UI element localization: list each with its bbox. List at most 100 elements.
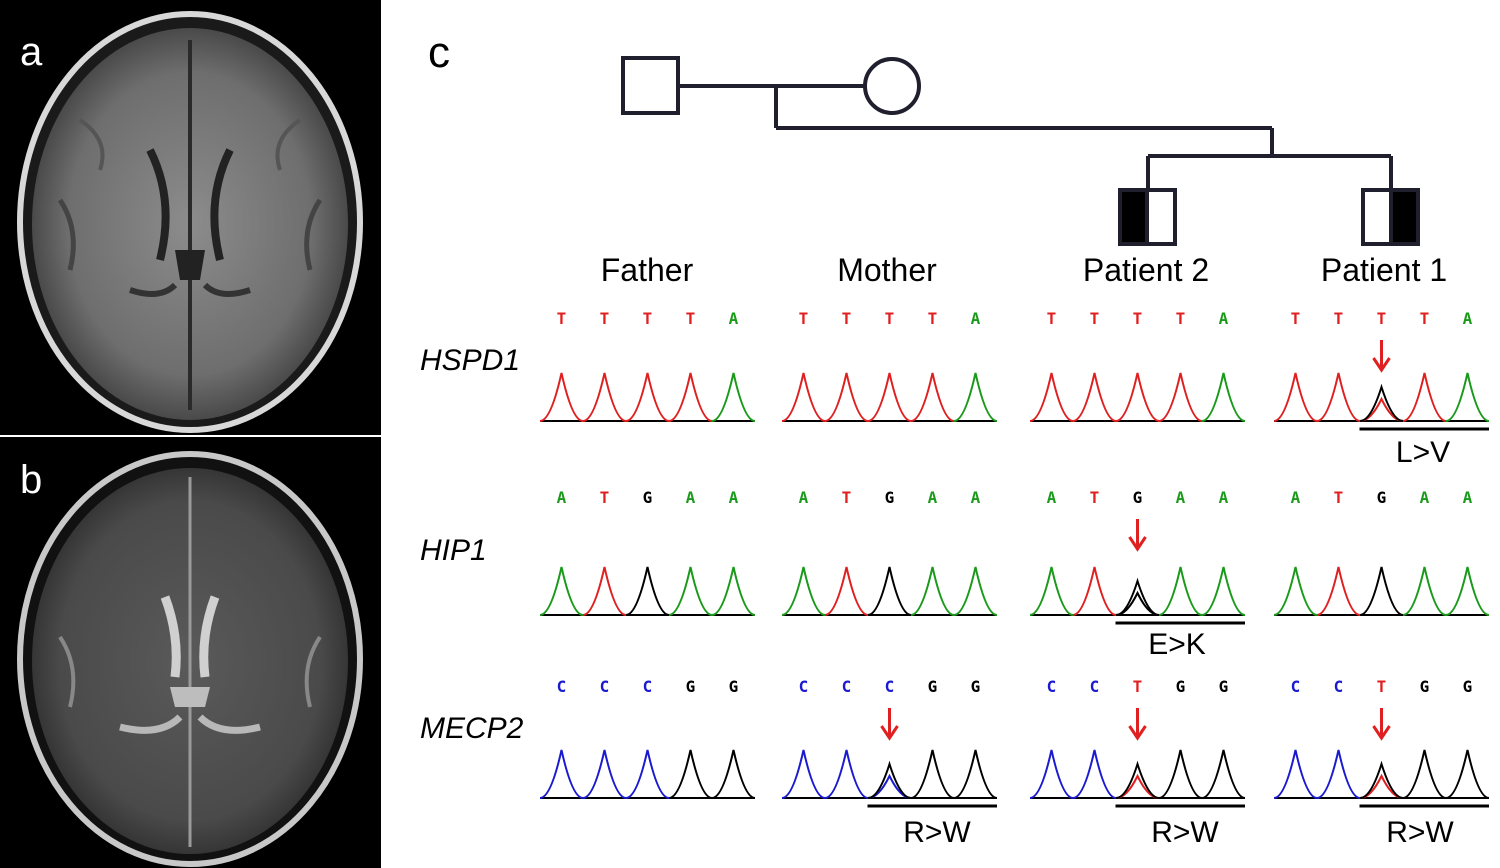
chromatogram-peak [668,372,713,422]
base-call-letter: G [1420,677,1430,696]
chromatogram-peak [867,566,912,616]
base-call-letter: T [686,309,696,328]
base-call-letter: A [971,309,981,328]
mutation-label-hip1: E>K [1148,628,1206,661]
base-call-letter: A [1176,488,1186,507]
chromatogram-peak [781,372,826,422]
chromatogram-peak [625,566,670,616]
base-call-letter: C [1047,677,1057,696]
chromatogram-peak [867,372,912,422]
base-call-letter: G [1176,677,1186,696]
chromatogram-peak [1115,372,1160,422]
base-call-letter: T [600,488,610,507]
chromatogram-peak [539,372,584,422]
chromatogram-peak [1402,566,1447,616]
gene-label-mecp2: MECP2 [420,712,524,745]
base-call-letter: A [971,488,981,507]
base-call-letter: T [1291,309,1301,328]
base-call-letter: A [729,488,739,507]
mri-axial-t1-image [17,11,363,433]
chromatogram-peak [910,749,955,799]
chromatogram-peak [1445,566,1490,616]
chromatogram-peak [781,566,826,616]
base-call-letter: A [1420,488,1430,507]
chromatogram-peak [1072,566,1117,616]
base-call-letter: A [799,488,809,507]
base-call-letter: C [643,677,653,696]
base-call-letter: G [885,488,895,507]
base-call-letter: T [1133,677,1143,696]
base-call-letter: C [885,677,895,696]
chromatogram-peak [1273,372,1318,422]
chromatogram-peak [582,566,627,616]
chromatogram-peak [1158,566,1203,616]
base-call-letter: C [600,677,610,696]
base-call-letter: A [1219,309,1229,328]
mutation-label-mecp2-patient1: R>W [1386,816,1454,849]
panel-label-b: b [20,458,43,502]
gene-label-hspd1: HSPD1 [420,344,521,377]
mutation-arrowhead [1372,357,1391,373]
chromatogram-peak [711,566,756,616]
chromatogram-peak [824,372,869,422]
base-call-letter: G [928,677,938,696]
base-call-letter: G [1463,677,1473,696]
base-call-letter: G [1133,488,1143,507]
base-call-letter: T [643,309,653,328]
chromatogram-peak [910,566,955,616]
chromatogram-peak [910,372,955,422]
base-call-letter: T [1334,488,1344,507]
base-call-letter: A [1463,309,1473,328]
base-call-letter: T [1377,677,1387,696]
base-call-letter: T [1377,309,1387,328]
base-call-letter: A [1463,488,1473,507]
chromatogram-peak [582,372,627,422]
chromatogram-peak [1029,566,1074,616]
chromatogram-peak [1273,566,1318,616]
chromatogram-peak [1445,372,1490,422]
chromatogram-peak [1445,749,1490,799]
mutation-label-mecp2-mother: R>W [903,816,971,849]
chromatogram-peak-secondary [867,760,912,799]
base-call-letter: A [1047,488,1057,507]
base-call-letter: C [1291,677,1301,696]
sample-label-patient2: Patient 2 [1082,252,1210,288]
chromatogram-peak [1072,372,1117,422]
chromatogram-peak [953,372,998,422]
chromatogram-peak-secondary [1115,577,1160,616]
base-call-letter: C [557,677,567,696]
chromatogram-peak [953,566,998,616]
mri-axial-t2-image [17,451,363,867]
base-call-letter: A [928,488,938,507]
mutation-label-mecp2-patient2: R>W [1151,816,1219,849]
base-call-letter: T [885,309,895,328]
base-call-letter: A [729,309,739,328]
base-call-letter: A [1291,488,1301,507]
base-call-letter: G [971,677,981,696]
base-call-letter: C [1090,677,1100,696]
gene-label-hip1: HIP1 [420,534,487,567]
base-call-letter: G [643,488,653,507]
chromatogram-peak [1273,749,1318,799]
mutation-arrowhead [1128,536,1147,552]
chromatogram-peak [1201,749,1246,799]
panel-label-c: c [428,28,450,77]
chromatogram-peak [668,566,713,616]
base-call-letter: T [1090,309,1100,328]
mutation-arrowhead [880,725,899,741]
chromatogram-peak [1158,372,1203,422]
chromatogram-peak [1359,566,1404,616]
mri-panel-b [0,437,381,868]
base-call-letter: C [799,677,809,696]
chromatogram-peak [1029,749,1074,799]
chromatogram-peak [582,749,627,799]
base-call-letter: T [842,309,852,328]
base-call-letter: T [1047,309,1057,328]
base-call-letter: T [928,309,938,328]
base-call-letter: T [1176,309,1186,328]
chromatogram-peak [539,566,584,616]
chromatogram-peak [711,749,756,799]
chromatogram-peak [1158,749,1203,799]
chromatogram-peak [1402,749,1447,799]
base-call-letter: T [600,309,610,328]
